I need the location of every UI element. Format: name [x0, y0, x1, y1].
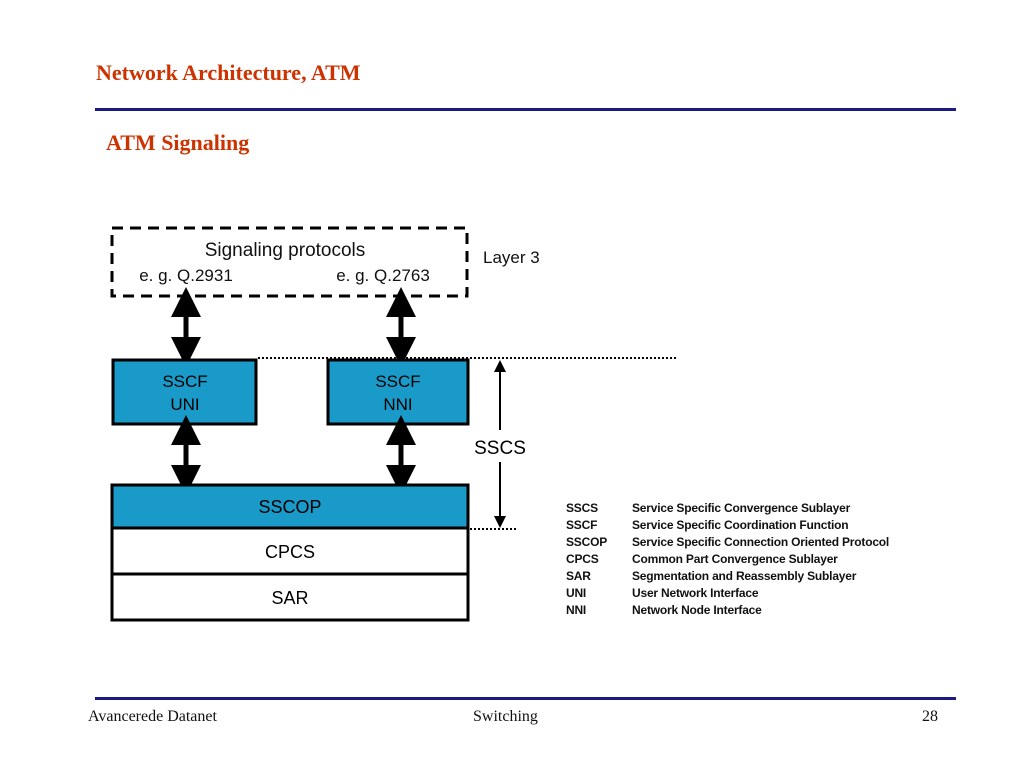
- sscf-uni-line1: SSCF: [162, 372, 207, 391]
- sar-box: [110, 572, 470, 622]
- sscf-nni-line2: NNI: [383, 395, 412, 414]
- cpcs-label: CPCS: [265, 542, 315, 562]
- legend-row: UNI User Network Interface: [566, 585, 889, 602]
- legend-abbr: UNI: [566, 586, 587, 600]
- legend-row: SSCS Service Specific Convergence Sublay…: [566, 500, 889, 517]
- sscs-label: SSCS: [474, 438, 526, 459]
- legend-row: SSCF Service Specific Coordination Funct…: [566, 517, 889, 534]
- top-divider: [95, 108, 956, 111]
- layer3-example-nni: e. g. Q.2763: [336, 266, 430, 285]
- legend-abbr: NNI: [566, 603, 587, 617]
- legend-abbr: SSCOP: [566, 535, 608, 549]
- legend-abbr: SAR: [566, 569, 591, 583]
- layer3-example-uni: e. g. Q.2931: [139, 266, 233, 285]
- layer3-side-label: Layer 3: [483, 248, 540, 267]
- legend-meaning: Network Node Interface: [632, 603, 762, 617]
- legend-meaning: Segmentation and Reassembly Sublayer: [632, 569, 857, 583]
- sscf-nni-box: [326, 358, 470, 426]
- legend-abbr: CPCS: [566, 552, 599, 566]
- legend-meaning: Common Part Convergence Sublayer: [632, 552, 838, 566]
- footer-course-name: Avancerede Datanet: [88, 708, 217, 725]
- legend-abbr: SSCF: [566, 518, 598, 532]
- legend-abbr: SSCS: [566, 501, 598, 515]
- legend-meaning: Service Specific Convergence Sublayer: [632, 501, 851, 515]
- legend-meaning: User Network Interface: [632, 586, 759, 600]
- sscop-label: SSCOP: [258, 497, 321, 517]
- sscf-nni-line1: SSCF: [375, 372, 420, 391]
- legend-meaning: Service Specific Coordination Function: [632, 518, 849, 532]
- abbreviation-legend: SSCS Service Specific Convergence Sublay…: [566, 500, 889, 619]
- layer3-title: Signaling protocols: [205, 240, 366, 261]
- bottom-divider: [95, 697, 956, 700]
- footer-topic: Switching: [473, 708, 538, 725]
- legend-meaning: Service Specific Connection Oriented Pro…: [632, 535, 890, 549]
- sar-label: SAR: [271, 588, 308, 608]
- legend-row: SSCOP Service Specific Connection Orient…: [566, 534, 889, 551]
- slide-title: Network Architecture, ATM: [96, 60, 361, 85]
- footer-page-number: 28: [922, 708, 938, 725]
- sscf-uni-line2: UNI: [170, 395, 199, 414]
- slide-subtitle: ATM Signaling: [106, 130, 250, 155]
- legend-row: NNI Network Node Interface: [566, 602, 889, 619]
- legend-row: CPCS Common Part Convergence Sublayer: [566, 551, 889, 568]
- layer3-dashed-box: [110, 226, 469, 298]
- sscf-uni-box: [111, 358, 258, 426]
- legend-row: SAR Segmentation and Reassembly Sublayer: [566, 568, 889, 585]
